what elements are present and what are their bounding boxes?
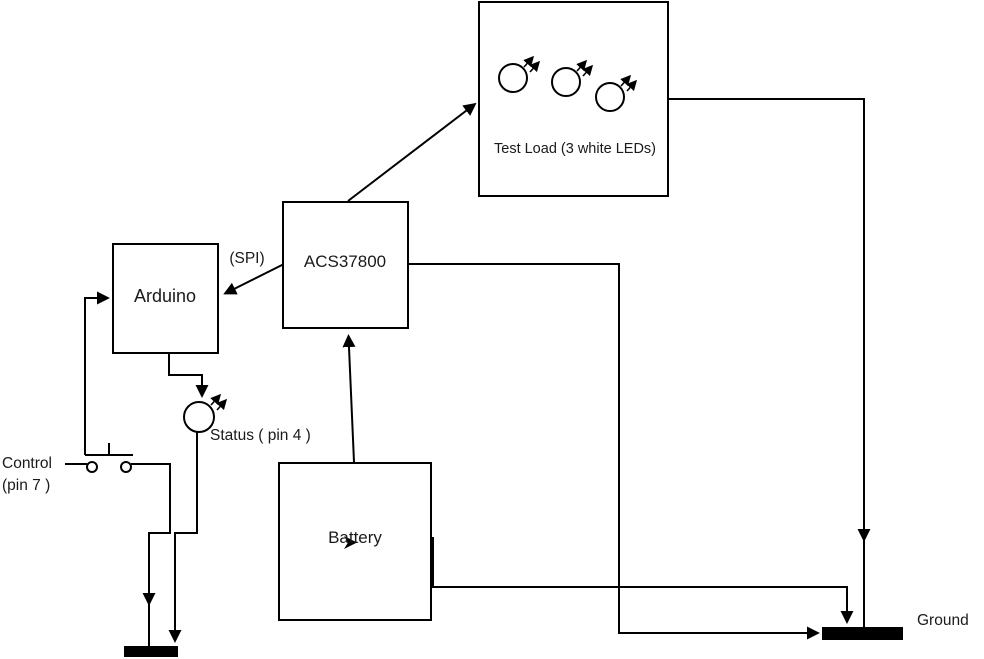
arrowhead-icon <box>344 536 357 549</box>
wire-spi-acs-to-arduino <box>223 263 285 295</box>
wire-arduino-to-statusled <box>168 353 209 398</box>
led-icon <box>595 74 638 112</box>
wire-testload-to-ground-upper <box>668 98 871 542</box>
control-label-line1: Control <box>2 455 52 472</box>
wire-battery-to-acs <box>342 334 356 463</box>
acs37800-label: ACS37800 <box>304 252 386 271</box>
wire-control-to-arduino <box>84 291 110 455</box>
wire-battery-to-ground <box>433 586 854 624</box>
ground-bar-icon <box>124 646 178 657</box>
status-pin-label: Status ( pin 4 ) <box>210 427 311 444</box>
led-icon <box>498 55 541 93</box>
ground-label: Ground <box>917 612 969 629</box>
wire-acs-to-testload <box>347 102 477 202</box>
wire-acs-to-ground <box>408 263 820 640</box>
test-load-box <box>478 1 669 197</box>
acs37800-box <box>282 201 409 329</box>
wire-switch-to-ground-upper <box>131 463 171 606</box>
arduino-label: Arduino <box>134 286 196 306</box>
wire-statusled-to-ground <box>168 432 198 643</box>
battery-label: Battery <box>328 528 382 547</box>
test-load-label: Test Load (3 white LEDs) <box>494 141 656 157</box>
led-icon <box>551 59 594 97</box>
status-led-icon <box>183 393 228 433</box>
control-label-line2: (pin 7 ) <box>2 477 50 494</box>
pushbutton-switch-icon <box>85 443 133 473</box>
ground-bar-icon <box>822 627 903 640</box>
spi-label: (SPI) <box>229 250 264 267</box>
arduino-box <box>112 243 219 354</box>
